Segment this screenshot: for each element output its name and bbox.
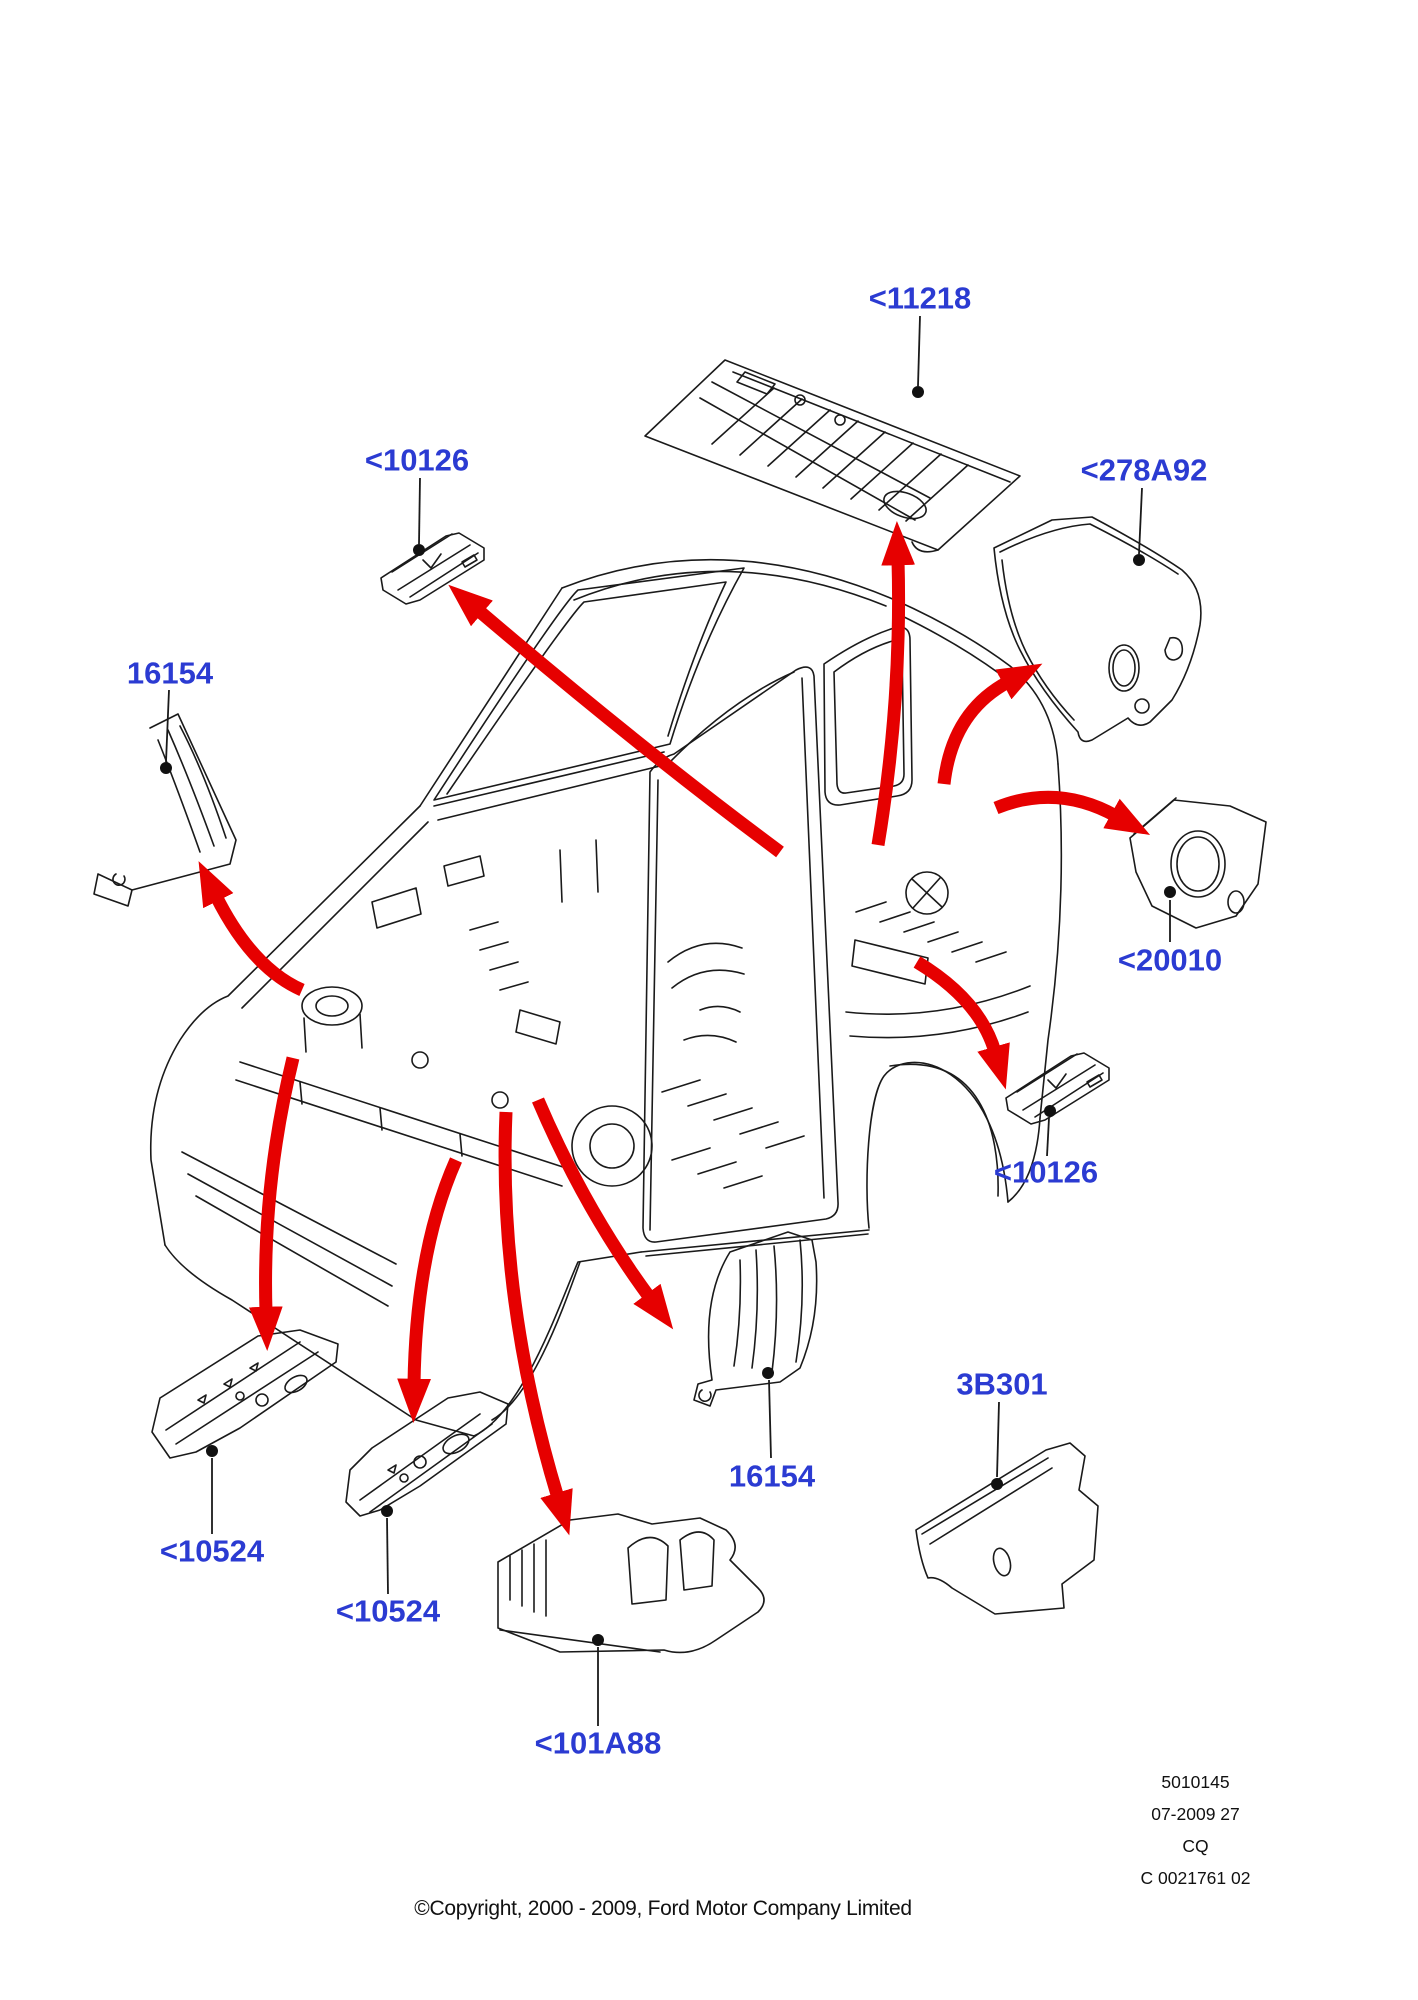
legend-drawing-ref: C 0021761 02 [1140,1868,1251,1888]
arrow-to-16154-bottom [532,1097,674,1330]
callout-inner-quarter: <20010 [1117,942,1223,978]
part-quarter-panel-sketch [993,516,1202,743]
callout-10524-left: <10524 [159,1533,265,1569]
callout-10126-right: <10126 [993,1154,1099,1190]
part-rail-top-sketch [380,532,485,605]
arrow-to-cowl-side-left [198,861,305,996]
callout-quarter-panel: <278A92 [1080,452,1208,488]
part-3b301-sketch [915,1442,1099,1615]
car-body-sketch [149,558,1063,1437]
callout-10126-top: <10126 [364,442,470,478]
part-rail-10524-left-sketch [151,1329,339,1459]
part-inner-quarter-sketch [1129,797,1267,929]
part-rail-right-sketch [1005,1052,1110,1125]
drawing-legend-block: 5010145 07-2009 27 CQ C 0021761 02 [1103,1766,1288,1894]
callout-floor-panel: <11218 [868,280,972,316]
callout-16154-bottom: 16154 [728,1458,816,1494]
arrow-to-quarter-panel [937,663,1043,785]
part-cowl-side-left-sketch [93,713,237,907]
callout-16154-left: 16154 [126,655,214,691]
legend-revision: 07-2009 27 [1151,1804,1240,1824]
part-rail-10524-mid-sketch [345,1391,509,1517]
part-floor-panel-sketch [644,359,1021,553]
part-cowl-side-bottom-sketch [693,1231,818,1407]
arrow-to-10126-top [448,584,784,858]
callout-3b301: 3B301 [956,1366,1048,1402]
arrow-to-101a88 [498,1111,573,1536]
part-wheelhouse-sketch [497,1513,765,1654]
arrow-to-inner-quarter [993,790,1151,835]
callout-leaders [160,315,1176,1726]
arrow-to-10524-left [248,1056,300,1351]
legend-doc-number: 5010145 [1161,1772,1230,1792]
copyright-notice: ©Copyright, 2000 - 2009, Ford Motor Comp… [414,1897,912,1920]
arrow-to-floor-panel [871,521,916,847]
arrow-to-10524-mid [397,1157,462,1423]
callout-10524-mid: <10524 [335,1593,441,1629]
flow-arrows [198,521,1151,1536]
arrow-to-10126-right [913,956,1010,1090]
legend-code: CQ [1182,1836,1209,1856]
callout-101a88: <101A88 [534,1725,662,1761]
